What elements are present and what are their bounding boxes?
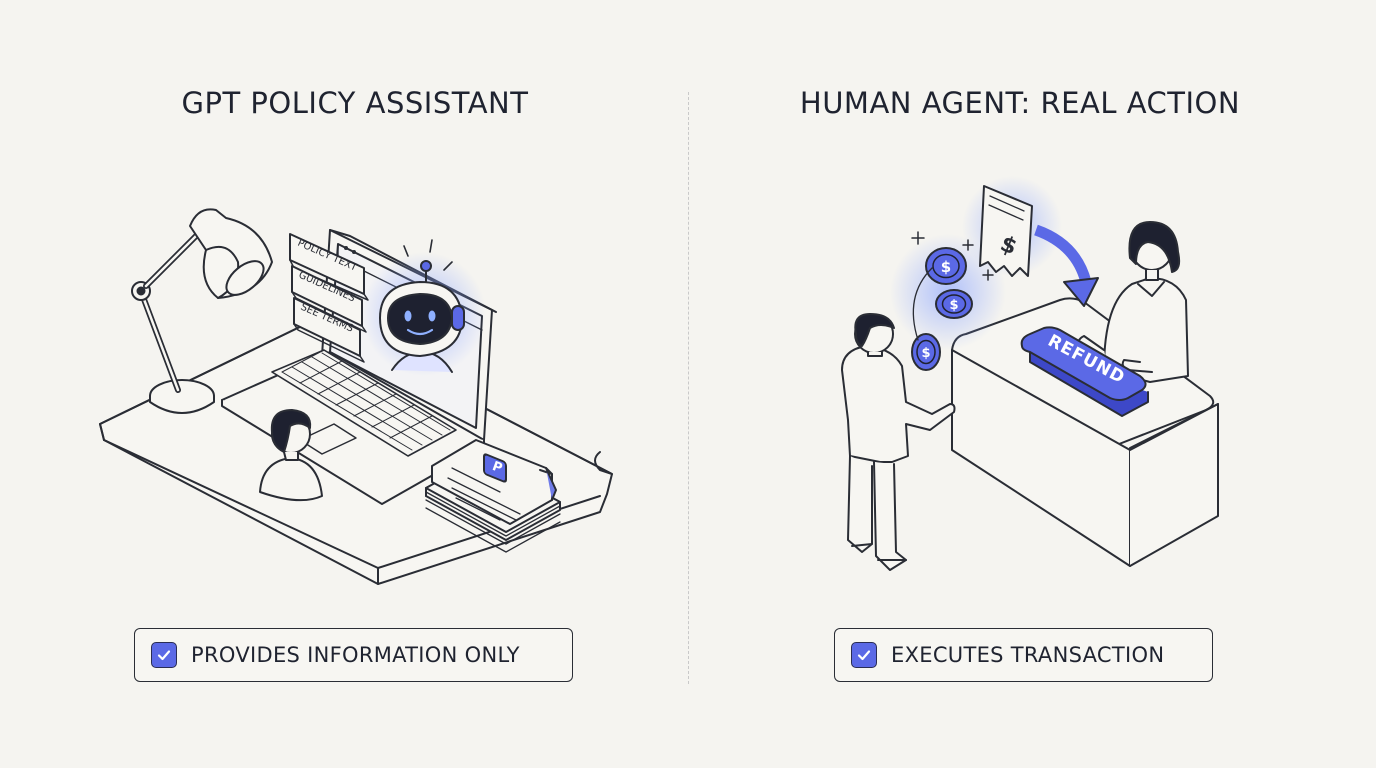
right-badge-label: EXECUTES TRANSACTION (891, 643, 1165, 667)
policy-card-3 (293, 297, 365, 363)
counter-scene (841, 176, 1219, 571)
desk-scene (99, 208, 613, 585)
panel-divider (688, 92, 689, 684)
clerk-person (1077, 221, 1189, 383)
left-outcome-badge: PROVIDES INFORMATION ONLY (134, 628, 573, 682)
coin-icon (935, 289, 973, 319)
coin-symbol: $ (941, 258, 951, 276)
robot-icon (362, 239, 486, 376)
left-badge-label: PROVIDES INFORMATION ONLY (191, 643, 520, 667)
check-icon (151, 642, 177, 668)
keyboard-keys (281, 349, 451, 451)
right-panel-title: HUMAN AGENT: REAL ACTION (799, 86, 1241, 120)
coin-icon (925, 247, 967, 285)
policy-cards (289, 233, 369, 363)
right-outcome-badge: EXECUTES TRANSACTION (834, 628, 1213, 682)
coin-icon (911, 333, 941, 371)
person-at-desk (259, 409, 323, 502)
left-panel-title: GPT POLICY ASSISTANT (181, 86, 529, 120)
coin-symbol: $ (949, 298, 958, 313)
refund-button-icon (1020, 326, 1149, 417)
check-icon (851, 642, 877, 668)
arrow-icon (1034, 224, 1099, 307)
sparkle-icon (911, 231, 994, 281)
customer-person (841, 313, 956, 571)
receipt-icon (979, 185, 1033, 277)
desk-lamp-icon (131, 208, 273, 414)
document-stack-icon (425, 439, 561, 553)
coin-symbol: $ (921, 346, 930, 361)
